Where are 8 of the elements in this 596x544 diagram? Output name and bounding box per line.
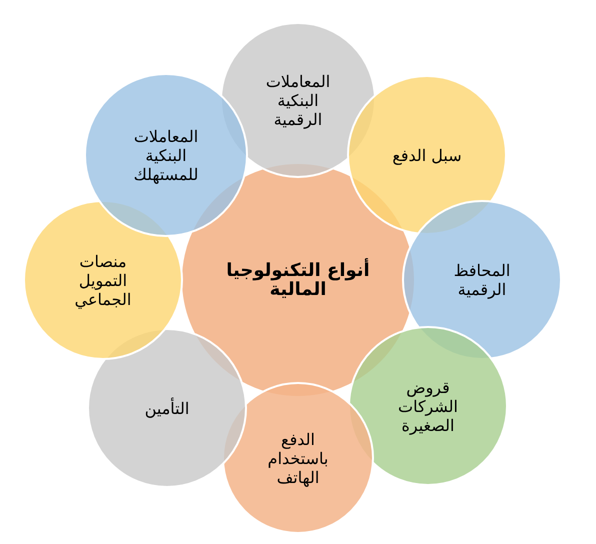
topic-label: المحافظ الرقمية [452, 261, 512, 299]
topic-label: التأمين [144, 398, 190, 418]
topic-label: المعاملات البنكية للمستهلك [132, 126, 200, 184]
topic-label: الدفع باستخدام الهاتف [266, 430, 330, 486]
topic-label: المعاملات البنكية الرقمية [264, 72, 332, 128]
topic-label: منصات التمويل الجماعي [74, 252, 132, 308]
topic-label: قروض الشركات الصغيرة [397, 378, 459, 434]
topic-label: سبل الدفع [391, 146, 463, 164]
